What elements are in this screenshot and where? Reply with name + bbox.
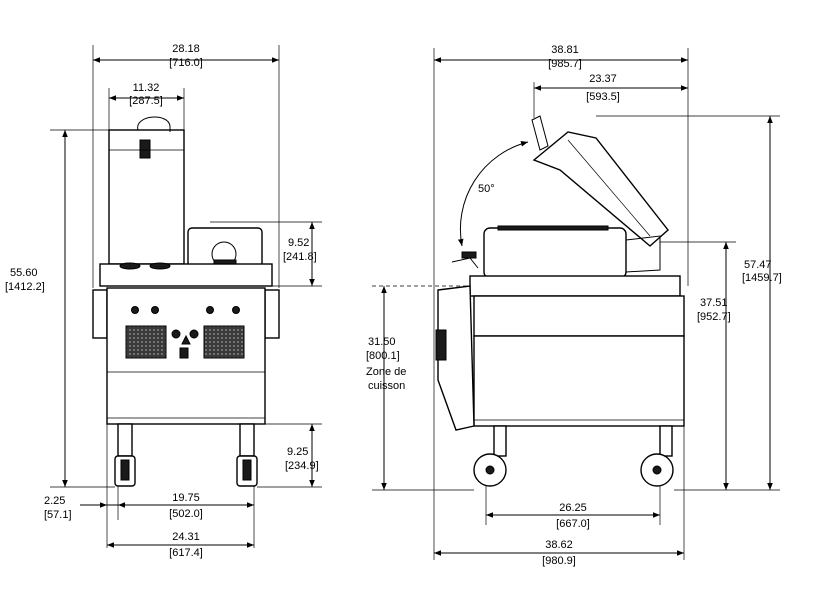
- front-view: 28.18 [716.0] 11.32 [287.5] 55.60 [1412.…: [5, 43, 322, 559]
- cooking-height-mm: [800.1]: [366, 350, 400, 362]
- cooking-zone-label-2: cuisson: [368, 380, 405, 392]
- platen-depth-mm: [593.5]: [586, 91, 620, 103]
- front-vent-right: [203, 325, 245, 359]
- side-control-box: [437, 285, 475, 431]
- closed-height-mm: [952.7]: [697, 311, 731, 323]
- closed-height-in: 37.51: [700, 297, 728, 309]
- side-height-mm: [1459.7]: [742, 272, 782, 284]
- knob-icon: [232, 306, 240, 314]
- caster-height-mm: [234.9]: [285, 460, 319, 472]
- hopper-width-mm: [287.5]: [129, 95, 163, 107]
- front-caster-leg-left: [117, 423, 133, 457]
- side-top-tray: [469, 275, 681, 297]
- knob-icon: [131, 306, 139, 314]
- hopper-width-in: 11.32: [133, 82, 160, 94]
- base-width-in: 24.31: [172, 531, 200, 543]
- cooking-height-in: 31.50: [368, 336, 396, 348]
- front-width-mm: [716.0]: [169, 57, 203, 69]
- front-vent-left: [125, 325, 167, 359]
- side-width-mm: [985.7]: [548, 58, 582, 70]
- side-offset-mm: [57.1]: [44, 509, 72, 521]
- side-caster-spacing-in: 26.25: [559, 502, 587, 514]
- side-lower-cabinet: [473, 335, 685, 427]
- side-width-in: 38.81: [551, 44, 579, 56]
- front-top-tray: [99, 263, 273, 287]
- side-base-width-mm: [980.9]: [542, 555, 576, 567]
- front-height-in: 55.60: [10, 267, 38, 279]
- caster-spacing-mm: [502.0]: [169, 508, 203, 520]
- knob-icon: [206, 306, 214, 314]
- side-height-in: 57.47: [744, 259, 772, 271]
- side-closed-platen: [483, 227, 627, 279]
- front-hopper-latch: [139, 139, 151, 159]
- side-upper-cabinet: [473, 295, 685, 337]
- caster-height-in: 9.25: [287, 446, 308, 458]
- side-view: 38.81 [985.7] 23.37 [593.5] 50° 57.47 [1…: [366, 44, 782, 567]
- front-hopper-handle: [137, 116, 171, 132]
- caster-spacing-in: 19.75: [172, 492, 200, 504]
- front-width-in: 28.18: [172, 43, 200, 55]
- platen-height-mm: [241.8]: [283, 251, 317, 263]
- platen-depth-in: 23.37: [589, 73, 617, 85]
- side-offset-in: 2.25: [44, 495, 65, 507]
- front-caster-leg-right: [239, 423, 255, 457]
- platen-height-in: 9.52: [288, 237, 309, 249]
- base-width-mm: [617.4]: [169, 547, 203, 559]
- side-base-width-in: 38.62: [545, 539, 573, 551]
- cooking-zone-label-1: Zone de: [366, 366, 406, 378]
- front-height-mm: [1412.2]: [5, 281, 45, 293]
- knob-icon: [151, 306, 159, 314]
- side-caster-spacing-mm: [667.0]: [556, 518, 590, 530]
- open-angle-label: 50°: [478, 183, 495, 195]
- control-icon: [171, 329, 181, 339]
